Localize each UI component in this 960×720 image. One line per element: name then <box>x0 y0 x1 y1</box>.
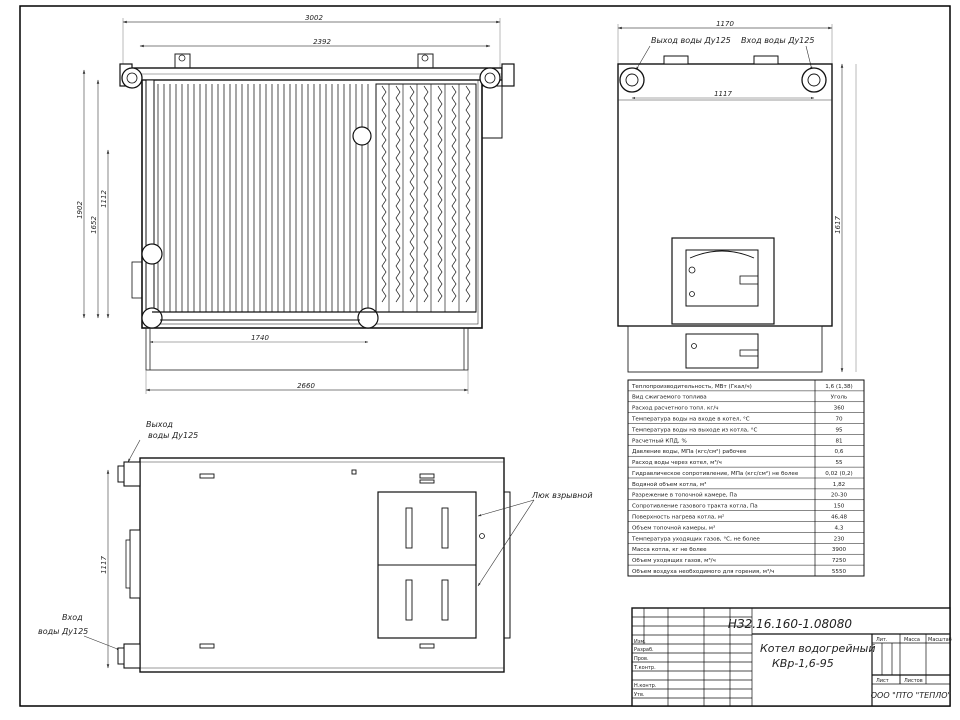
explosion-hatches <box>377 491 485 639</box>
spec-row-value: 4,3 <box>835 525 844 531</box>
dim-front-overall-width: 3002 <box>305 14 323 22</box>
tb-company: ООО "ПТО "ТЕПЛО" <box>871 691 951 700</box>
tb-name-line1: Котел водогрейный <box>760 642 876 655</box>
spec-row-name: Вид сжигаемого топлива <box>632 395 707 401</box>
dim-front-small-height: 1112 <box>100 190 108 208</box>
spec-row-value: 230 <box>834 536 845 542</box>
spec-row-name: Сопротивление газового тракта котла, Па <box>632 504 758 510</box>
tb-row-razrab: Разраб. <box>634 647 654 653</box>
spec-row-value: 55 <box>835 460 843 466</box>
dim-front-base-total: 2660 <box>297 382 315 390</box>
label-plan-outlet-2: воды Ду125 <box>148 431 198 440</box>
spec-row-value: 1,82 <box>833 482 845 488</box>
sheet-frame <box>19 5 951 707</box>
spec-row-value: 7250 <box>832 558 847 564</box>
spec-row-name: Объем уходящих газов, м³/ч <box>632 557 716 564</box>
label-water-inlet: Вход воды Ду125 <box>741 36 814 45</box>
spec-row-value: 5550 <box>832 569 847 575</box>
spec-row-value: 81 <box>835 438 843 444</box>
spec-row-name: Водяной объем котла, м³ <box>632 481 706 488</box>
spec-row-name: Расход расчетного топл. кг/ч <box>632 406 719 412</box>
spec-row-name: Масса котла, кг не более <box>632 547 707 553</box>
tb-row-nkontr: Н.контр. <box>634 683 657 689</box>
plan-view: Выход воды Ду125 Вход воды Ду125 1117 <box>38 420 593 673</box>
spec-row-name: Температура воды на выходе из котла, °С <box>631 427 757 433</box>
spec-row-value: Уголь <box>831 395 848 401</box>
convective-section <box>375 83 477 313</box>
tb-name-line2: КВр-1,6-95 <box>772 657 834 670</box>
spec-row-value: 95 <box>835 427 843 433</box>
label-explosion-valve: Люк взрывной <box>531 491 593 500</box>
spec-row-name: Теплопроизводительность, МВт (Гкал/ч) <box>631 384 752 390</box>
spec-row-name: Расход воды через котел, м³/ч <box>632 459 722 466</box>
spec-row-name: Разрежение в топочной камере, Па <box>632 492 737 499</box>
label-plan-inlet-1: Вход <box>62 613 83 622</box>
spec-row-value: 360 <box>834 406 845 412</box>
spec-table: Теплопроизводительность, МВт (Гкал/ч) 1,6… <box>627 379 865 577</box>
spec-row-value: 20-30 <box>831 493 848 499</box>
tb-row-izm: Изм. <box>634 639 646 645</box>
dim-side-pipe-spacing: 1117 <box>714 90 732 98</box>
spec-row-value: 0,02 (0,2) <box>825 471 853 477</box>
tb-row-prov: Пров. <box>634 656 649 662</box>
dim-front-base-length: 1740 <box>251 334 269 342</box>
spec-row-value: 1,6 (1,38) <box>825 384 853 390</box>
spec-row-name: Гидравлическое сопротивление, МПа (кгс/с… <box>632 470 799 477</box>
dim-front-inner-width: 2392 <box>313 38 331 46</box>
tb-col-sheet: Лист <box>876 678 889 684</box>
tb-col-sheets: Листов <box>904 678 923 684</box>
spec-row-name: Температура уходящих газов, °С, не более <box>631 536 760 542</box>
label-water-outlet: Выход воды Ду125 <box>651 36 731 45</box>
spec-row-name: Расчетный КПД, % <box>632 437 687 444</box>
spec-row-value: 3900 <box>832 547 847 553</box>
tb-doc-number: НЗ2.16.160-1.08080 <box>728 617 852 631</box>
title-block: Изм. Разраб. Пров. Т.контр. Н.контр. Утв… <box>631 607 952 707</box>
spec-row-value: 70 <box>835 417 843 423</box>
tb-col-stage: Лит. <box>876 637 888 643</box>
spec-row-value: 150 <box>834 504 845 510</box>
tb-col-scale: Масштаб <box>928 637 952 643</box>
dim-side-top-width: 1170 <box>716 20 734 28</box>
tb-row-tkontr: Т.контр. <box>633 665 656 671</box>
furnace-tubes <box>157 84 369 312</box>
spec-row-name: Давление воды, МПа (кгс/см²) рабочее <box>632 448 747 455</box>
dim-front-mid-height: 1652 <box>90 216 98 234</box>
spec-row-name: Объем топочной камеры, м³ <box>632 524 715 531</box>
tb-row-utv: Утв. <box>634 692 645 698</box>
spec-row-value: 46,48 <box>831 515 847 521</box>
side-view: 1170 Выход воды Ду125 Вход воды Ду125 11… <box>617 20 857 373</box>
front-view: 3002 2392 1902 1652 1112 <box>76 14 515 394</box>
spec-row-name: Температура воды на входе в котел, °С <box>631 417 750 423</box>
dim-side-height: 1617 <box>834 216 842 234</box>
label-plan-outlet-1: Выход <box>146 420 173 429</box>
tb-col-mass: Масса <box>904 637 920 643</box>
dim-plan-small: 1117 <box>100 556 108 574</box>
dim-front-overall-height: 1902 <box>76 201 84 219</box>
spec-row-value: 0,6 <box>835 449 844 455</box>
label-plan-inlet-2: воды Ду125 <box>38 627 88 636</box>
spec-row-name: Объем воздуха необходимого для горения, … <box>632 568 774 575</box>
spec-row-name: Поверхность нагрева котла, м² <box>632 514 724 521</box>
